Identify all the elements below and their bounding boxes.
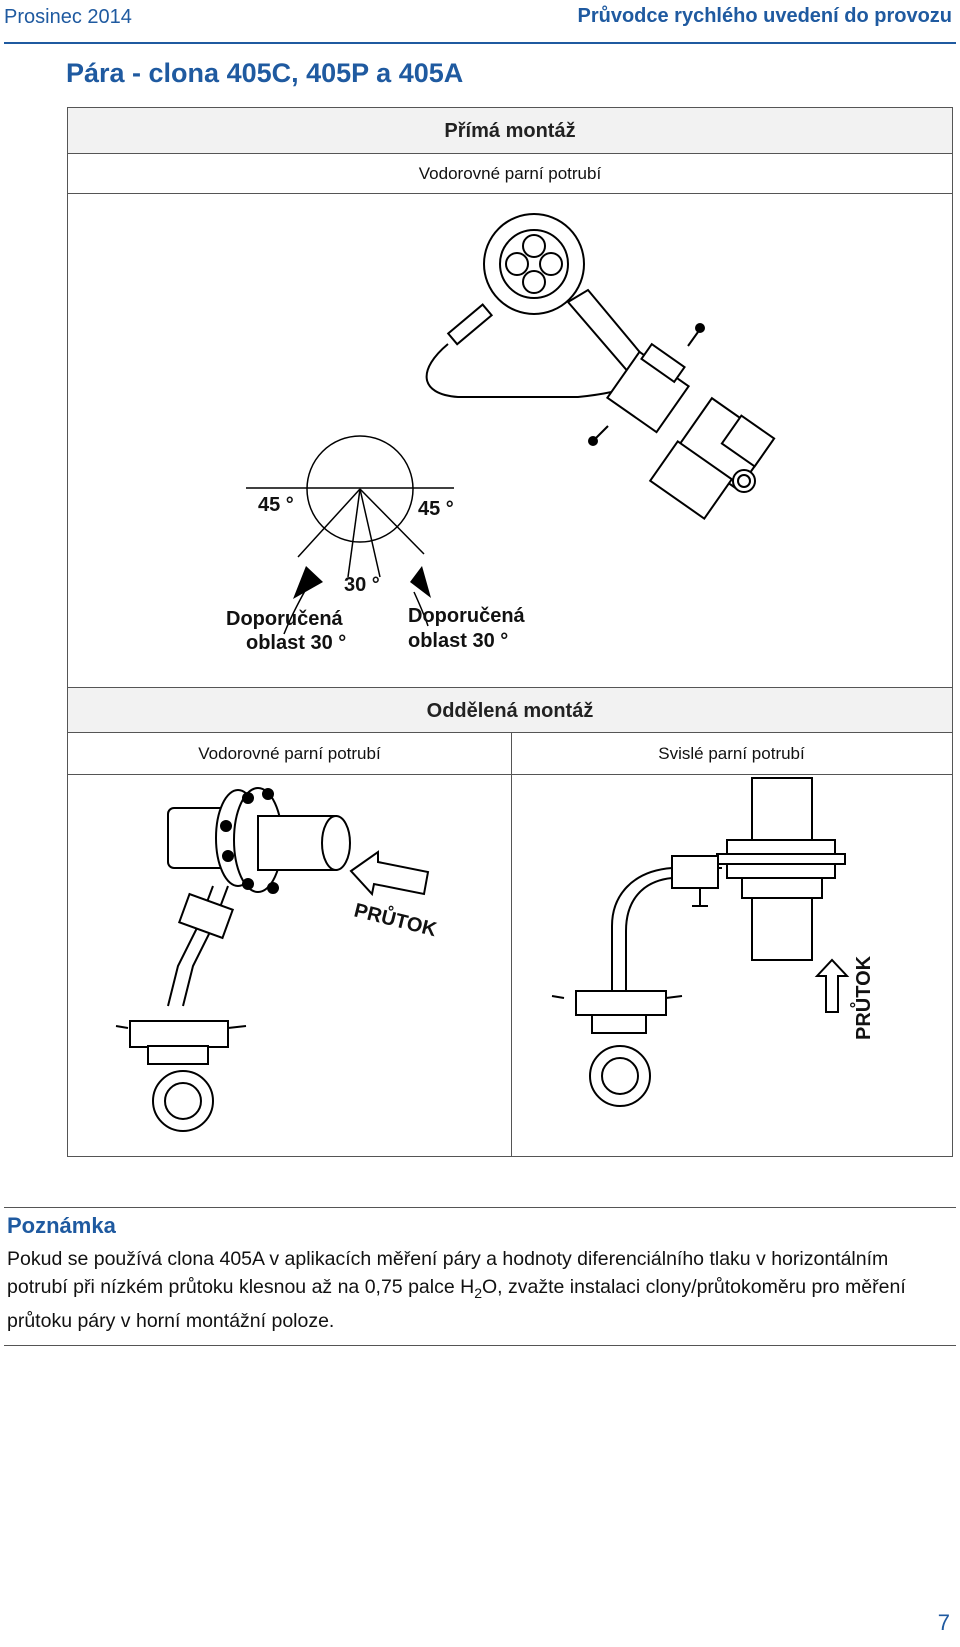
recommended-left-line2: oblast 30 ° [246,632,346,654]
transmitter-icon [588,323,776,520]
recommended-right-line2: oblast 30 ° [408,630,508,652]
angle-diagram: 45 ° 45 ° 30 ° Doporučená oblast 30 ° Do… [226,435,526,654]
page-number: 7 [937,1610,950,1635]
direct-mount-subheading: Vodorovné parní potrubí [68,154,952,194]
header-rule [4,42,956,44]
column-divider [511,733,512,1157]
note-text-before: Pokud se používá clona 405A v aplikacích… [7,1248,889,1298]
direct-mount-heading: Přímá montáž [68,108,952,154]
note-text-after: O, zvažte instalaci clony/průtokoměru pr… [7,1276,906,1332]
note-bottom-rule [4,1345,956,1346]
recommended-left-line1: Doporučená [226,608,344,630]
direct-mount-diagram: 45 ° 45 ° 30 ° Doporučená oblast 30 ° Do… [226,213,776,654]
remote-mount-columns: Vodorovné parní potrubí Svislé parní pot… [68,733,952,775]
flow-label-right: PRŮTOK [849,955,875,1040]
flow-arrow-up-icon [814,958,850,1013]
remote-mount-heading: Oddělená montáž [68,687,952,733]
flow-label-left: PRŮTOK [352,896,440,942]
section-title: Pára - clona 405C, 405P a 405A [66,58,464,88]
remote-horizontal-diagram: PRŮTOK [115,787,440,1132]
mounting-table: Přímá montáž Vodorovné parní potrubí [67,107,953,1157]
remote-vertical-diagram: PRŮTOK [551,777,875,1107]
header-guide-title: Průvodce rychlého uvedení do provozu [577,5,952,27]
recommended-right-line1: Doporučená [408,605,526,627]
note-title: Poznámka [7,1213,116,1238]
angle-left-label: 45 ° [258,494,294,516]
remote-left-col-heading: Vodorovné parní potrubí [198,744,381,763]
angle-bottom-label: 30 ° [344,574,380,596]
note-subscript: 2 [474,1284,482,1301]
note-text: Pokud se používá clona 405A v aplikacích… [7,1245,952,1335]
header-date: Prosinec 2014 [4,6,132,28]
note-top-rule [4,1207,956,1208]
angle-right-label: 45 ° [418,498,454,520]
flow-arrow-left-icon [349,850,430,897]
remote-right-col-heading: Svislé parní potrubí [658,744,805,763]
